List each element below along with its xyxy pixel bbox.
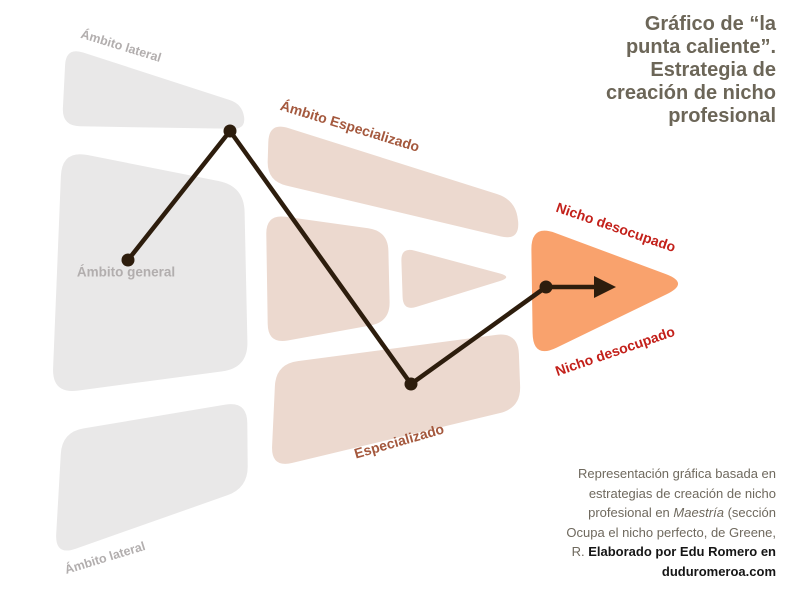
label-ambito-general: Ámbito general	[76, 264, 176, 280]
attribution-text: Representación gráfica basada en estrate…	[577, 466, 776, 520]
attribution-text: (sección Ocupa el nicho perfecto, de Gre…	[566, 505, 776, 559]
shape-specialized-wedge	[401, 249, 507, 308]
attribution-note: Representación gráfica basada en estrate…	[558, 464, 776, 581]
attribution-author: Elaborado por Edu Romero en duduromeroa.…	[588, 544, 776, 579]
trajectory-dot-peak	[223, 124, 237, 138]
trajectory-dot-valley	[404, 377, 418, 391]
title-line: punta caliente”.	[625, 36, 776, 58]
title-line: creación de nicho	[605, 82, 776, 104]
shape-ambito-especializado-bar	[267, 126, 519, 238]
shape-ambito-general	[53, 154, 248, 391]
title-line: Estrategia de	[650, 59, 776, 81]
shape-specialized-block	[266, 216, 390, 342]
trajectory-dot-start	[121, 253, 135, 267]
arrow-head-icon	[594, 276, 616, 298]
shape-especializado-bar	[272, 334, 521, 464]
attribution-book-title: Maestría	[673, 505, 724, 520]
trajectory-dot-niche	[539, 280, 553, 294]
shape-ambito-lateral-top	[62, 51, 245, 129]
page-title: Gráfico de “la punta caliente”. Estrateg…	[516, 13, 776, 128]
title-line: profesional	[668, 105, 776, 127]
title-line: Gráfico de “la	[644, 13, 776, 35]
shape-ambito-lateral-bottom	[56, 404, 248, 551]
